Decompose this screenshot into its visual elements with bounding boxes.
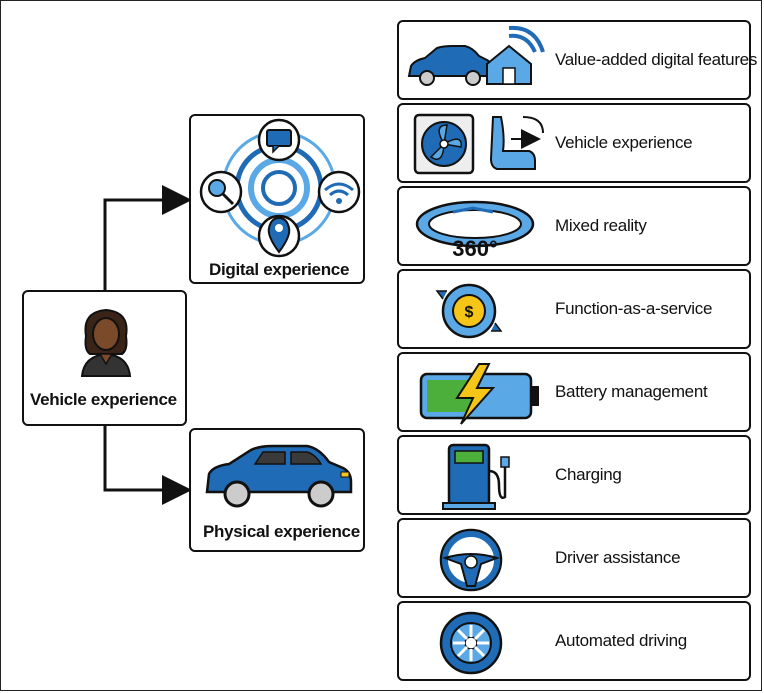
- item-mixed-reality: 360° Mixed reality: [397, 186, 751, 266]
- svg-text:$: $: [465, 304, 474, 321]
- item-automated-driving: Automated driving: [397, 601, 751, 681]
- wheel-icon: [439, 611, 503, 675]
- person-icon: [80, 308, 132, 377]
- item-label: Driver assistance: [555, 548, 681, 567]
- 360-icon: 360°: [415, 200, 535, 261]
- digital-experience-label: Digital experience: [209, 260, 350, 279]
- battery-icon: [419, 363, 539, 425]
- item-label: Automated driving: [555, 631, 687, 650]
- digital-hub-icon: [199, 118, 361, 258]
- root-vehicle-experience-box: Vehicle experience: [22, 290, 187, 426]
- item-label: Vehicle experience: [555, 133, 693, 152]
- item-label: Charging: [555, 465, 622, 484]
- item-charging: Charging: [397, 435, 751, 515]
- item-function-as-a-service: $ Function-as-a-service: [397, 269, 751, 349]
- charging-station-icon: [442, 443, 510, 510]
- connector-to-digital: [103, 185, 192, 290]
- chat-icon: [257, 118, 301, 162]
- digital-experience-box: Digital experience: [189, 114, 365, 284]
- search-icon: [199, 170, 243, 214]
- physical-experience-label: Physical experience: [203, 522, 360, 541]
- item-label: Mixed reality: [555, 216, 647, 235]
- car-home-wifi-icon: [407, 25, 545, 86]
- item-label: Function-as-a-service: [555, 299, 713, 318]
- wifi-icon: [317, 170, 361, 214]
- fan-seat-icon: [413, 113, 544, 175]
- location-pin-icon: [257, 214, 301, 258]
- item-driver-assistance: Driver assistance: [397, 518, 751, 598]
- steering-wheel-icon: [439, 528, 503, 592]
- connector-to-physical: [103, 426, 192, 505]
- car-icon: [205, 444, 353, 508]
- item-vehicle-experience: Vehicle experience: [397, 103, 751, 183]
- badge-360-text: 360°: [452, 236, 498, 261]
- item-battery-management: Battery management: [397, 352, 751, 432]
- dollar-cycle-icon: $: [435, 283, 503, 339]
- item-label: Value-added digital features: [555, 50, 758, 69]
- item-label: Battery management: [555, 382, 708, 401]
- physical-experience-box: Physical experience: [189, 428, 365, 552]
- root-label: Vehicle experience: [30, 390, 177, 409]
- item-value-added-digital-features: Value-added digital features: [397, 20, 757, 100]
